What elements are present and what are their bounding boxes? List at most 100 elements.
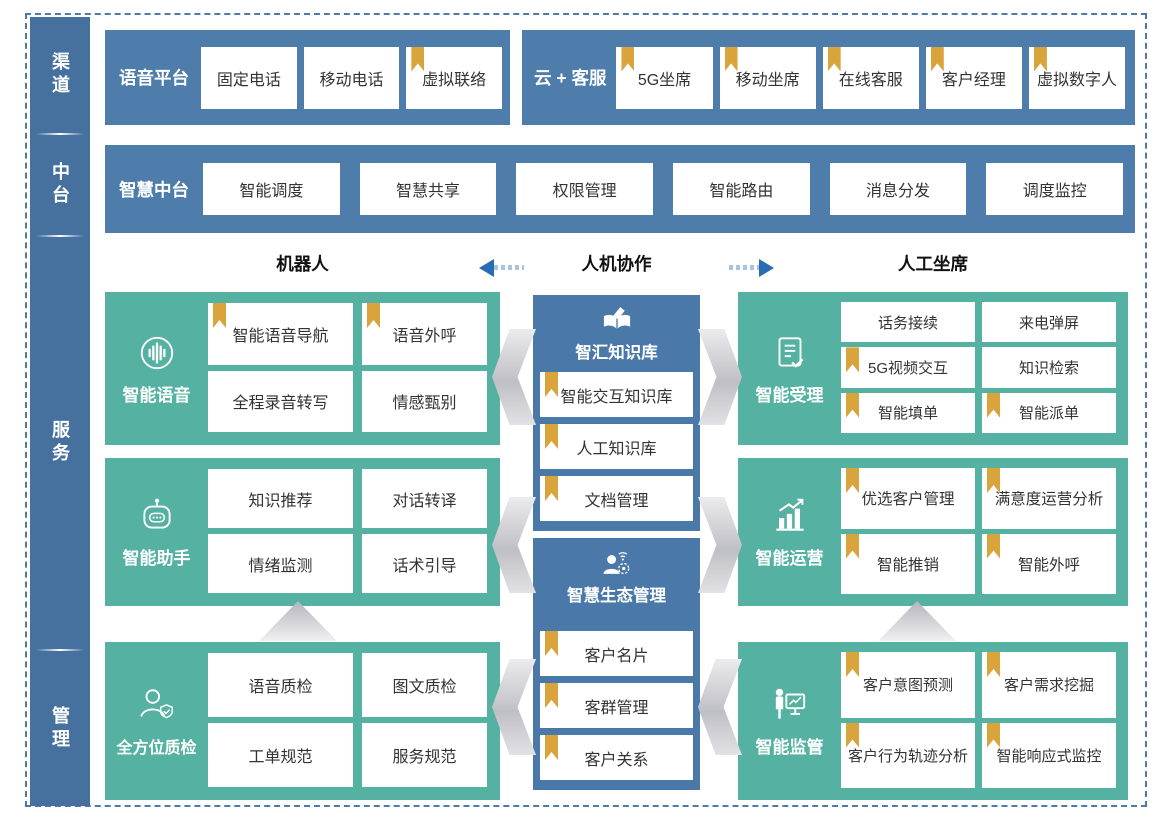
midplatform-card-label: 智能调度 xyxy=(239,183,304,200)
cloud-service-band: 云 + 客服 5G坐席 移动坐席 在线客服 客户经理 虚拟数字人 xyxy=(522,30,1135,125)
block-quality-inspection-header: 全方位质检 xyxy=(105,642,208,800)
feature-card: 智能语音导航 xyxy=(208,303,353,365)
feature-card: 智能填单 xyxy=(841,392,975,433)
block-smart-operation-header: 智能运营 xyxy=(738,458,841,606)
midplatform-card: 智能路由 xyxy=(673,163,810,215)
block-title: 智能监管 xyxy=(755,738,824,757)
feature-card: 智能交互知识库 xyxy=(540,372,693,417)
feature-card: 满意度运营分析 xyxy=(982,468,1116,529)
block-quality-inspection: 全方位质检 语音质检 图文质检 工单规范 服务规范 xyxy=(105,642,500,800)
feature-card-label: 智能填单 xyxy=(877,405,938,423)
smart-midplatform-band: 智慧中台 智能调度 智慧共享 权限管理 智能路由 消息分发 调度监控 xyxy=(105,145,1135,233)
feature-card: 来电弹屏 xyxy=(982,302,1116,343)
feature-card: 优选客户管理 xyxy=(841,468,975,529)
feature-card: 智能响应式监控 xyxy=(982,722,1116,788)
feature-card: 情感甄别 xyxy=(362,370,487,432)
channel-card: 5G坐席 xyxy=(616,46,713,109)
bookmark-icon xyxy=(846,533,859,559)
midplatform-card: 消息分发 xyxy=(829,163,967,215)
channel-card: 固定电话 xyxy=(201,46,297,109)
bookmark-icon xyxy=(545,476,558,501)
midplatform-card: 智能调度 xyxy=(203,163,340,215)
arrow-dash-tail xyxy=(729,265,759,270)
block-title: 智慧生态管理 xyxy=(567,587,666,605)
channel-card-label: 虚拟数字人 xyxy=(1036,71,1117,89)
smart-midplatform-title: 智慧中台 xyxy=(119,179,189,200)
layer-sidebar: 渠道 中台 服务 管理 xyxy=(30,17,90,806)
arrow-dash-tail xyxy=(494,265,524,270)
feature-card: 知识推荐 xyxy=(208,469,353,528)
robot-icon xyxy=(136,495,178,537)
channel-card: 移动坐席 xyxy=(719,46,816,109)
channel-card: 移动电话 xyxy=(303,46,400,109)
feature-card-label: 对话转译 xyxy=(392,492,457,510)
feature-card-label: 文档管理 xyxy=(584,492,649,510)
voice-wave-icon xyxy=(136,332,178,374)
feature-card: 工单规范 xyxy=(208,723,353,787)
voice-platform-band: 语音平台 固定电话 移动电话 虚拟联络 xyxy=(105,30,510,125)
bookmark-icon xyxy=(846,347,859,373)
block-smart-acceptance-items: 话务接续 来电弹屏 5G视频交互 知识检索 智能填单 智能派单 xyxy=(841,292,1128,445)
feature-card: 语音外呼 xyxy=(362,303,487,365)
arrow-right-icon xyxy=(759,258,774,277)
cloud-service-title: 云 + 客服 xyxy=(534,68,607,88)
channel-card-label: 客户经理 xyxy=(941,71,1006,89)
block-smart-supervision-items: 客户意图预测 客户需求挖掘 客户行为轨迹分析 智能响应式监控 xyxy=(841,642,1128,800)
feature-card: 人工知识库 xyxy=(540,424,693,469)
feature-card-label: 服务规范 xyxy=(392,749,457,766)
feature-card-label: 客群管理 xyxy=(584,699,649,717)
column-header-human-agent: 人工坐席 xyxy=(898,254,968,274)
feature-card-label: 客户名片 xyxy=(584,647,649,665)
bookmark-icon xyxy=(545,424,558,449)
feature-card-label: 话术引导 xyxy=(392,557,457,575)
feature-card-label: 智能外呼 xyxy=(1017,556,1080,574)
midplatform-card-label: 权限管理 xyxy=(552,183,617,200)
feature-card-label: 智能推销 xyxy=(876,556,939,574)
sidebar-label: 中台 xyxy=(50,162,70,208)
block-smart-voice: 智能语音 智能语音导航 语音外呼 全程录音转写 情感甄别 xyxy=(105,292,500,445)
midplatform-card: 权限管理 xyxy=(516,163,654,215)
voice-platform-items: 固定电话 移动电话 虚拟联络 xyxy=(201,46,503,109)
column-header-human-machine: 人机协作 xyxy=(581,254,652,274)
sidebar-divider xyxy=(36,133,84,135)
block-smart-voice-items: 智能语音导航 语音外呼 全程录音转写 情感甄别 xyxy=(208,292,500,445)
block-smart-operation: 智能运营 优选客户管理 满意度运营分析 智能推销 智能外呼 xyxy=(738,458,1128,606)
bookmark-icon xyxy=(545,631,558,656)
feature-card: 客群管理 xyxy=(540,683,693,728)
growth-chart-icon xyxy=(769,495,811,537)
block-ecosystem-management-header: 智慧生态管理 xyxy=(540,544,693,606)
sidebar-divider xyxy=(36,235,84,237)
channel-card-label: 移动电话 xyxy=(319,71,384,89)
channel-card: 虚拟数字人 xyxy=(1028,46,1125,109)
feature-card: 智能推销 xyxy=(841,533,975,594)
feature-card: 文档管理 xyxy=(540,476,693,521)
flow-arrow-left xyxy=(479,258,524,277)
bookmark-icon xyxy=(827,46,841,72)
feature-card-label: 优选客户管理 xyxy=(861,491,955,509)
document-check-icon xyxy=(769,332,811,374)
presentation-monitor-icon xyxy=(769,684,811,726)
feature-card: 5G视频交互 xyxy=(841,347,975,388)
feature-card-label: 情感甄别 xyxy=(392,395,457,413)
bookmark-icon xyxy=(213,303,226,328)
bookmark-icon xyxy=(545,735,558,760)
midplatform-card-label: 调度监控 xyxy=(1022,183,1087,200)
bookmark-icon xyxy=(545,372,558,397)
bookmark-icon xyxy=(987,652,1000,677)
feature-card: 对话转译 xyxy=(362,469,487,528)
channel-card-label: 5G坐席 xyxy=(637,71,692,89)
feature-card: 图文质检 xyxy=(362,653,487,717)
bookmark-icon xyxy=(987,533,1000,559)
bookmark-icon xyxy=(846,392,859,418)
arrow-left-icon xyxy=(479,258,494,277)
feature-card-label: 情绪监测 xyxy=(248,557,313,575)
bookmark-icon xyxy=(846,722,859,748)
feature-card-label: 知识检索 xyxy=(1018,359,1079,377)
sidebar-item-management: 管理 xyxy=(30,651,90,806)
channel-card-label: 在线客服 xyxy=(838,71,903,89)
channel-card: 虚拟联络 xyxy=(406,46,503,109)
block-smart-assistant-header: 智能助手 xyxy=(105,458,208,606)
quality-inspector-icon xyxy=(136,685,178,727)
feature-card: 智能外呼 xyxy=(982,533,1116,594)
